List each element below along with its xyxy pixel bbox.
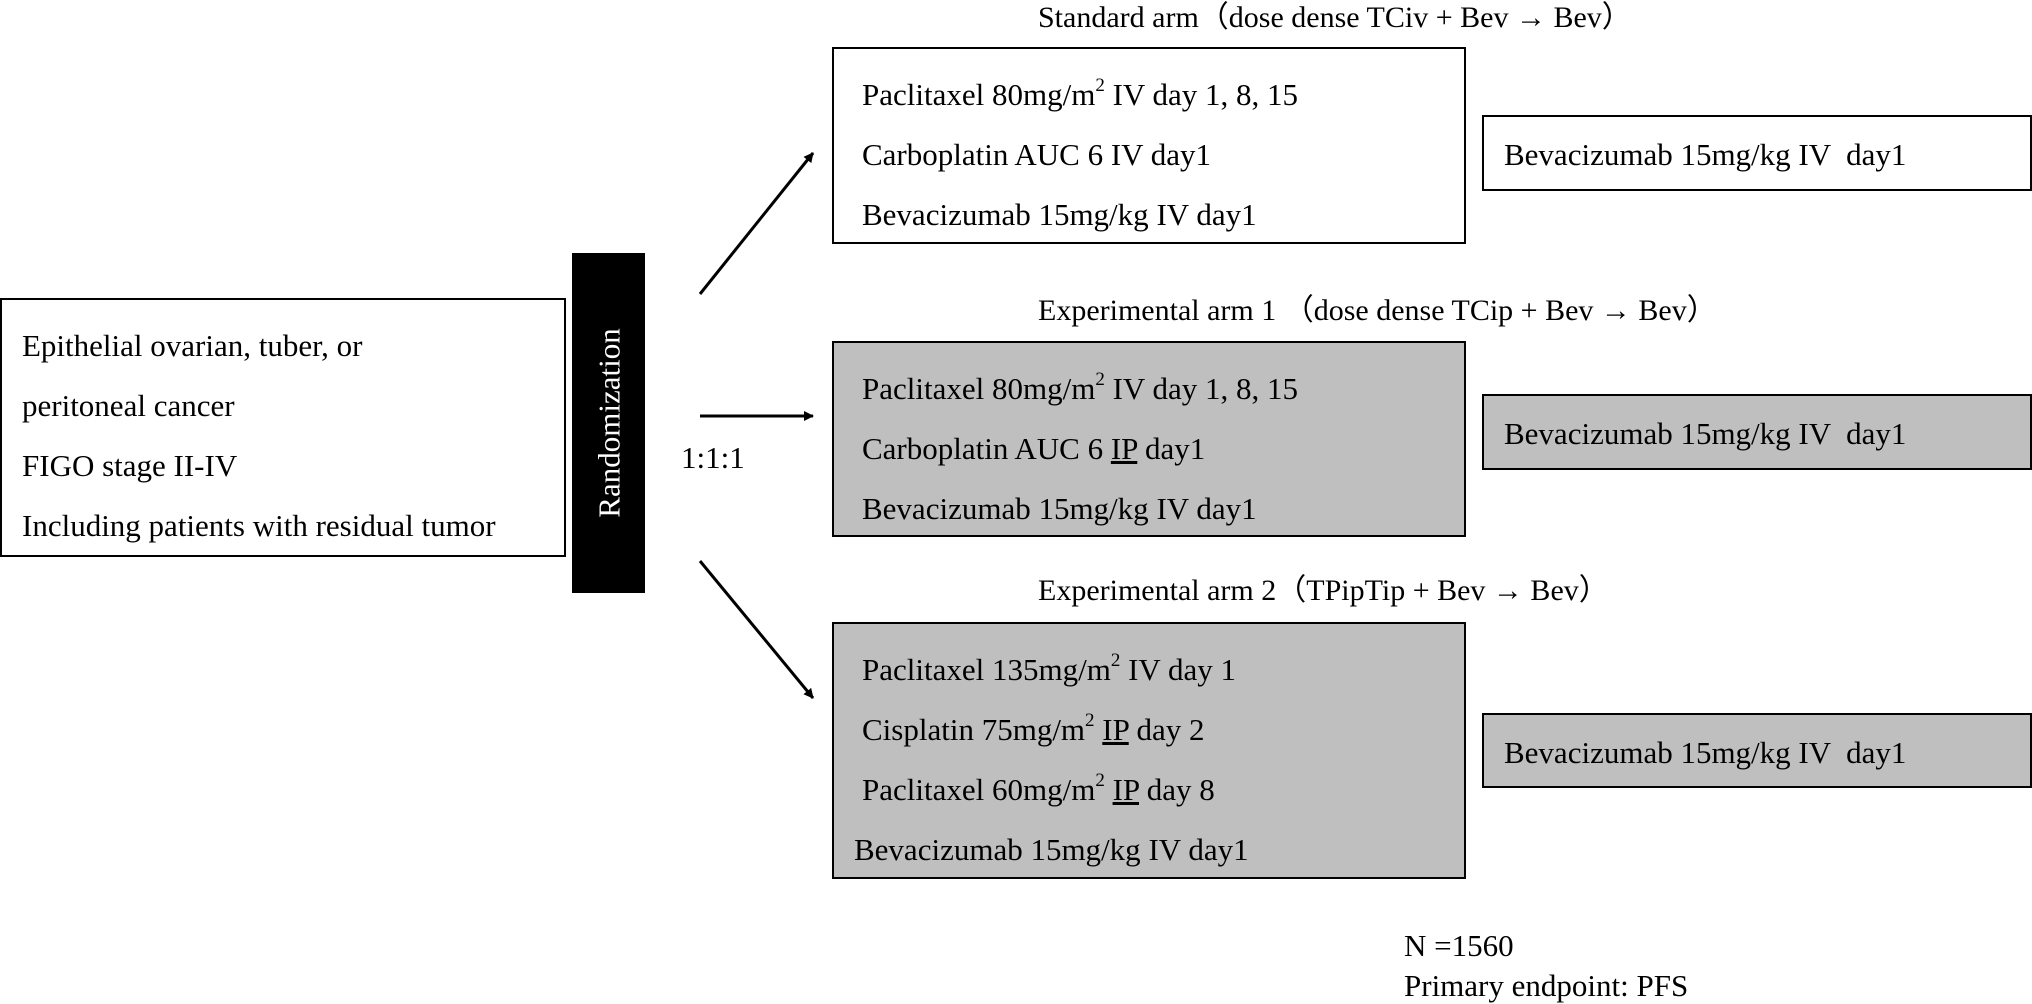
regimen-drug: Paclitaxel 60mg/m xyxy=(862,772,1096,807)
regimen-line: Bevacizumab 15mg/kg IV day1 xyxy=(854,834,1249,865)
regimen-drug: Paclitaxel 135mg/m xyxy=(862,652,1111,687)
arrow-to-standard-arm xyxy=(698,152,815,295)
eligibility-line: Epithelial ovarian, tuber, or xyxy=(22,328,363,363)
standard-arm-heading: Standard arm（dose dense TCiv + Bev → Bev… xyxy=(1038,1,1632,34)
allocation-ratio: 1:1:1 xyxy=(681,440,745,475)
superscript: 2 xyxy=(1110,649,1121,671)
arrow-to-experimental-arm-2 xyxy=(698,560,815,699)
regimen-line: Paclitaxel 80mg/m2 IV day 1, 8, 15 xyxy=(862,76,1298,112)
experimental-arm-1-heading: Experimental arm 1 （dose dense TCip + Be… xyxy=(1038,294,1717,327)
route-ip-underlined: IP xyxy=(1102,712,1129,747)
eligibility-line: FIGO stage II-IV xyxy=(22,448,238,483)
experimental-arm-2-heading: Experimental arm 2（TPipTip + Bev → Bev） xyxy=(1038,574,1609,607)
maintenance-text: Bevacizumab 15mg/kg IV day1 xyxy=(1504,416,1907,451)
sample-size: N =1560 xyxy=(1404,928,1514,963)
superscript: 2 xyxy=(1095,74,1105,96)
route: IV xyxy=(1128,652,1161,687)
regimen-drug: Carboplatin AUC 6 xyxy=(862,137,1111,172)
route: IV xyxy=(1156,491,1189,526)
experimental-arm-2-maintenance-box: Bevacizumab 15mg/kg IV day1 xyxy=(1482,713,2032,788)
route: IV xyxy=(1156,197,1189,232)
route: IV xyxy=(1112,371,1145,406)
regimen-drug: Bevacizumab 15mg/kg xyxy=(862,197,1157,232)
maintenance-text: Bevacizumab 15mg/kg IV day1 xyxy=(1504,735,1907,770)
route-ip-underlined: IP xyxy=(1110,431,1138,466)
regimen-schedule: day1 xyxy=(1143,137,1212,172)
regimen-schedule: day 1, 8, 15 xyxy=(1144,371,1298,406)
regimen-line: Paclitaxel 80mg/m2 IV day 1, 8, 15 xyxy=(862,370,1298,406)
standard-arm-box: Paclitaxel 80mg/m2 IV day 1, 8, 15 Carbo… xyxy=(832,47,1466,244)
regimen-drug: Bevacizumab 15mg/kg xyxy=(862,491,1157,526)
regimen-schedule: day 1 xyxy=(1160,652,1236,687)
regimen-line: Paclitaxel 135mg/m2 IV day 1 xyxy=(862,651,1236,687)
experimental-arm-1-maintenance-box: Bevacizumab 15mg/kg IV day1 xyxy=(1482,394,2032,470)
route: IV xyxy=(1148,832,1181,867)
regimen-drug: Cisplatin 75mg/m xyxy=(862,712,1086,747)
regimen-line: Bevacizumab 15mg/kg IV day1 xyxy=(862,199,1257,230)
regimen-schedule: day 1, 8, 15 xyxy=(1144,77,1298,112)
regimen-line: Paclitaxel 60mg/m2 IP day 8 xyxy=(862,771,1215,807)
superscript: 2 xyxy=(1095,368,1105,390)
standard-arm-maintenance-box: Bevacizumab 15mg/kg IV day1 xyxy=(1482,115,2032,191)
regimen-drug: Paclitaxel 80mg/m xyxy=(862,371,1096,406)
regimen-drug: Bevacizumab 15mg/kg xyxy=(854,832,1149,867)
randomization-bar: Randomization xyxy=(572,253,645,593)
experimental-arm-2-box: Paclitaxel 135mg/m2 IV day 1 Cisplatin 7… xyxy=(832,622,1466,879)
route-ip-underlined: IP xyxy=(1112,772,1139,807)
experimental-arm-1-box: Paclitaxel 80mg/m2 IV day 1, 8, 15 Carbo… xyxy=(832,341,1466,537)
regimen-line: Carboplatin AUC 6 IV day1 xyxy=(862,139,1211,170)
primary-endpoint: Primary endpoint: PFS xyxy=(1404,968,1689,1003)
regimen-drug: Carboplatin AUC 6 xyxy=(862,431,1111,466)
eligibility-line: Including patients with residual tumor xyxy=(22,508,496,543)
regimen-schedule: day1 xyxy=(1188,197,1257,232)
route: IV xyxy=(1112,77,1145,112)
eligibility-line: peritoneal cancer xyxy=(22,388,235,423)
regimen-schedule: day1 xyxy=(1180,832,1249,867)
regimen-schedule: day 8 xyxy=(1139,772,1215,807)
eligibility-box: Epithelial ovarian, tuber, or peritoneal… xyxy=(0,298,566,557)
regimen-line: Carboplatin AUC 6 IP day1 xyxy=(862,433,1205,464)
superscript: 2 xyxy=(1085,709,1095,731)
regimen-drug: Paclitaxel 80mg/m xyxy=(862,77,1096,112)
regimen-line: Cisplatin 75mg/m2 IP day 2 xyxy=(862,711,1205,747)
regimen-schedule: day1 xyxy=(1188,491,1257,526)
superscript: 2 xyxy=(1095,769,1105,791)
route: IV xyxy=(1110,137,1144,172)
maintenance-text: Bevacizumab 15mg/kg IV day1 xyxy=(1504,137,1907,172)
regimen-line: Bevacizumab 15mg/kg IV day1 xyxy=(862,493,1257,524)
regimen-schedule: day 2 xyxy=(1128,712,1205,747)
regimen-schedule: day1 xyxy=(1137,431,1206,466)
